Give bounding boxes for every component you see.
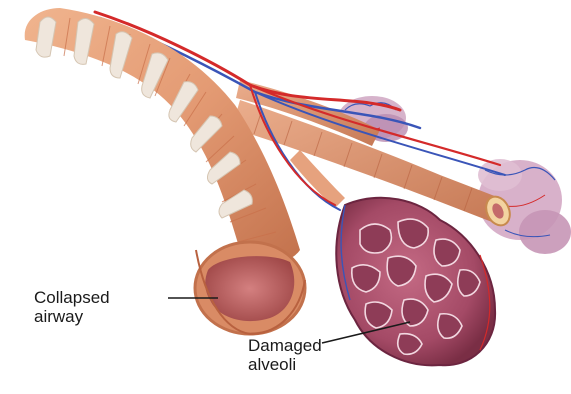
collapsed-airway-tube bbox=[25, 8, 305, 334]
damaged-alveoli-label-line1: Damaged bbox=[248, 336, 322, 355]
damaged-alveoli bbox=[336, 198, 495, 366]
damaged-alveoli-label-line2: alveoli bbox=[248, 355, 322, 374]
collapsed-airway-label-line1: Collapsed bbox=[34, 288, 110, 307]
collapsed-airway-label: Collapsed airway bbox=[34, 288, 110, 326]
damaged-alveoli-label: Damaged alveoli bbox=[248, 336, 322, 374]
collapsed-airway-label-line2: airway bbox=[34, 307, 110, 326]
